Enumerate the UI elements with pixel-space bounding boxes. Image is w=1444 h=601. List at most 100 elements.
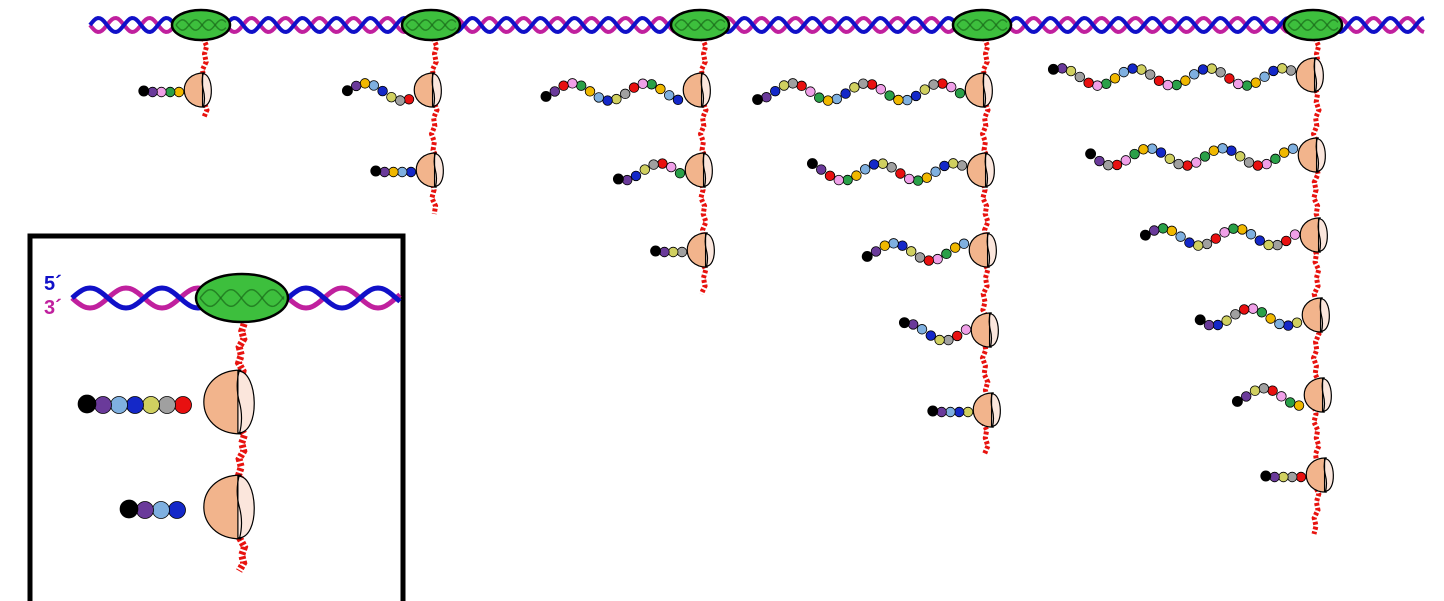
ribosome-large-subunit <box>968 232 990 268</box>
ribosome-split-line <box>702 152 707 188</box>
amino-acid-bead <box>879 240 891 251</box>
amino-acid-bead <box>1224 73 1235 84</box>
mrna-strand-icon <box>1310 36 1322 535</box>
amino-acid-bead <box>1199 151 1211 162</box>
rna-polymerase-icon <box>194 272 290 324</box>
amino-acid-bead <box>1171 79 1182 91</box>
amino-acid-bead <box>672 94 684 106</box>
polypeptide-chain-icon <box>650 245 688 258</box>
amino-acid-bead <box>94 396 112 414</box>
ribosome-icon <box>203 369 255 435</box>
ribosome-icon <box>972 392 1001 428</box>
amino-acid-bead <box>395 95 406 106</box>
amino-acid-bead <box>1232 78 1244 90</box>
amino-acid-bead <box>602 95 613 106</box>
amino-acid-bead <box>639 164 651 175</box>
amino-acid-bead <box>1094 155 1105 167</box>
amino-acid-bead <box>1120 155 1132 166</box>
amino-acid-bead <box>761 92 772 103</box>
amino-acid-bead <box>1074 71 1086 83</box>
ribosome-icon <box>1305 457 1334 493</box>
amino-acid-bead <box>668 246 679 258</box>
amino-acid-bead <box>1111 159 1123 171</box>
amino-acid-bead <box>888 238 899 249</box>
polypeptide-chain-icon <box>1260 470 1307 483</box>
amino-acid-bead <box>906 246 917 257</box>
amino-acid-bead <box>558 80 569 91</box>
amino-acid-bead <box>1245 229 1257 240</box>
amino-acid-bead <box>138 85 150 97</box>
ribosome-icon <box>684 152 713 188</box>
ribosome-icon <box>1301 297 1330 333</box>
amino-acid-bead <box>954 406 965 418</box>
ribosome-large-subunit <box>966 152 988 188</box>
ribosome-split-line <box>236 474 243 540</box>
amino-acid-bead <box>946 81 957 93</box>
ribosome-large-subunit <box>1305 457 1327 493</box>
ribosome-large-subunit <box>1301 297 1323 333</box>
amino-acid-bead <box>1182 160 1193 171</box>
amino-acid-bead <box>119 499 139 519</box>
amino-acid-bead <box>1190 157 1202 168</box>
amino-acid-bead <box>916 324 928 335</box>
ribosome-large-subunit <box>203 474 242 540</box>
amino-acid-bead <box>956 160 968 171</box>
amino-acid-bead <box>1230 309 1241 320</box>
ribosome-icon <box>964 72 993 108</box>
amino-acid-bead <box>861 251 873 262</box>
polymerase-body <box>669 8 731 42</box>
amino-acid-bead <box>898 317 910 329</box>
amino-acid-bead <box>816 164 827 175</box>
transcription-unit <box>341 8 462 215</box>
amino-acid-bead <box>893 94 904 106</box>
polypeptide-chain-icon <box>752 78 966 106</box>
polypeptide-chain-icon <box>806 158 968 186</box>
amino-acid-bead <box>168 501 186 519</box>
amino-acid-bead <box>833 174 845 186</box>
transcription-unit <box>1047 8 1344 535</box>
amino-acid-bead <box>126 396 144 414</box>
amino-acid-bead <box>824 170 836 182</box>
amino-acid-bead <box>1208 145 1220 156</box>
amino-acid-bead <box>962 406 974 418</box>
amino-acid-bead <box>1293 400 1305 411</box>
amino-acid-bead <box>397 166 408 178</box>
amino-acid-bead <box>1291 317 1303 328</box>
three-prime-label: 3´ <box>44 297 62 319</box>
ribosome-split-line <box>236 369 243 435</box>
amino-acid-bead <box>1192 240 1204 251</box>
amino-acid-bead <box>584 86 596 97</box>
amino-acid-bead <box>1155 147 1167 158</box>
amino-acid-bead <box>919 84 931 95</box>
mrna-strand-icon <box>428 36 440 215</box>
amino-acid-bead <box>1269 471 1280 483</box>
ribosome-split-line <box>984 152 989 188</box>
polypeptide-chain-icon <box>77 394 192 414</box>
amino-acid-bead <box>403 94 415 105</box>
amino-acid-bead <box>1250 77 1262 88</box>
polypeptide-chain-icon <box>370 165 417 178</box>
ribosome-icon <box>970 312 999 348</box>
amino-acid-bead <box>1234 151 1246 162</box>
ribosome-icon <box>203 474 255 540</box>
amino-acid-bead <box>1100 78 1112 89</box>
ribosome-split-line <box>700 72 705 108</box>
polymerase-body <box>1282 8 1344 42</box>
amino-acid-bead <box>1219 227 1230 238</box>
amino-acid-bead <box>937 78 948 89</box>
amino-acid-bead <box>1184 237 1195 248</box>
polymerase-inner-helix <box>175 19 227 31</box>
ribosome-split-line <box>1317 217 1322 253</box>
amino-acid-bead <box>960 324 972 335</box>
amino-acid-bead <box>1085 148 1097 160</box>
amino-acid-bead <box>1210 233 1222 244</box>
polypeptide-chain-icon <box>1047 63 1297 91</box>
ribosome-split-line <box>1321 377 1326 413</box>
amino-acid-bead <box>1282 320 1294 331</box>
amino-acid-bead <box>950 242 961 253</box>
amino-acid-bead <box>752 94 764 105</box>
amino-acid-bead <box>156 86 167 98</box>
amino-acid-bead <box>927 405 939 417</box>
amino-acid-bead <box>849 82 860 93</box>
ribosome-icon <box>686 232 715 268</box>
